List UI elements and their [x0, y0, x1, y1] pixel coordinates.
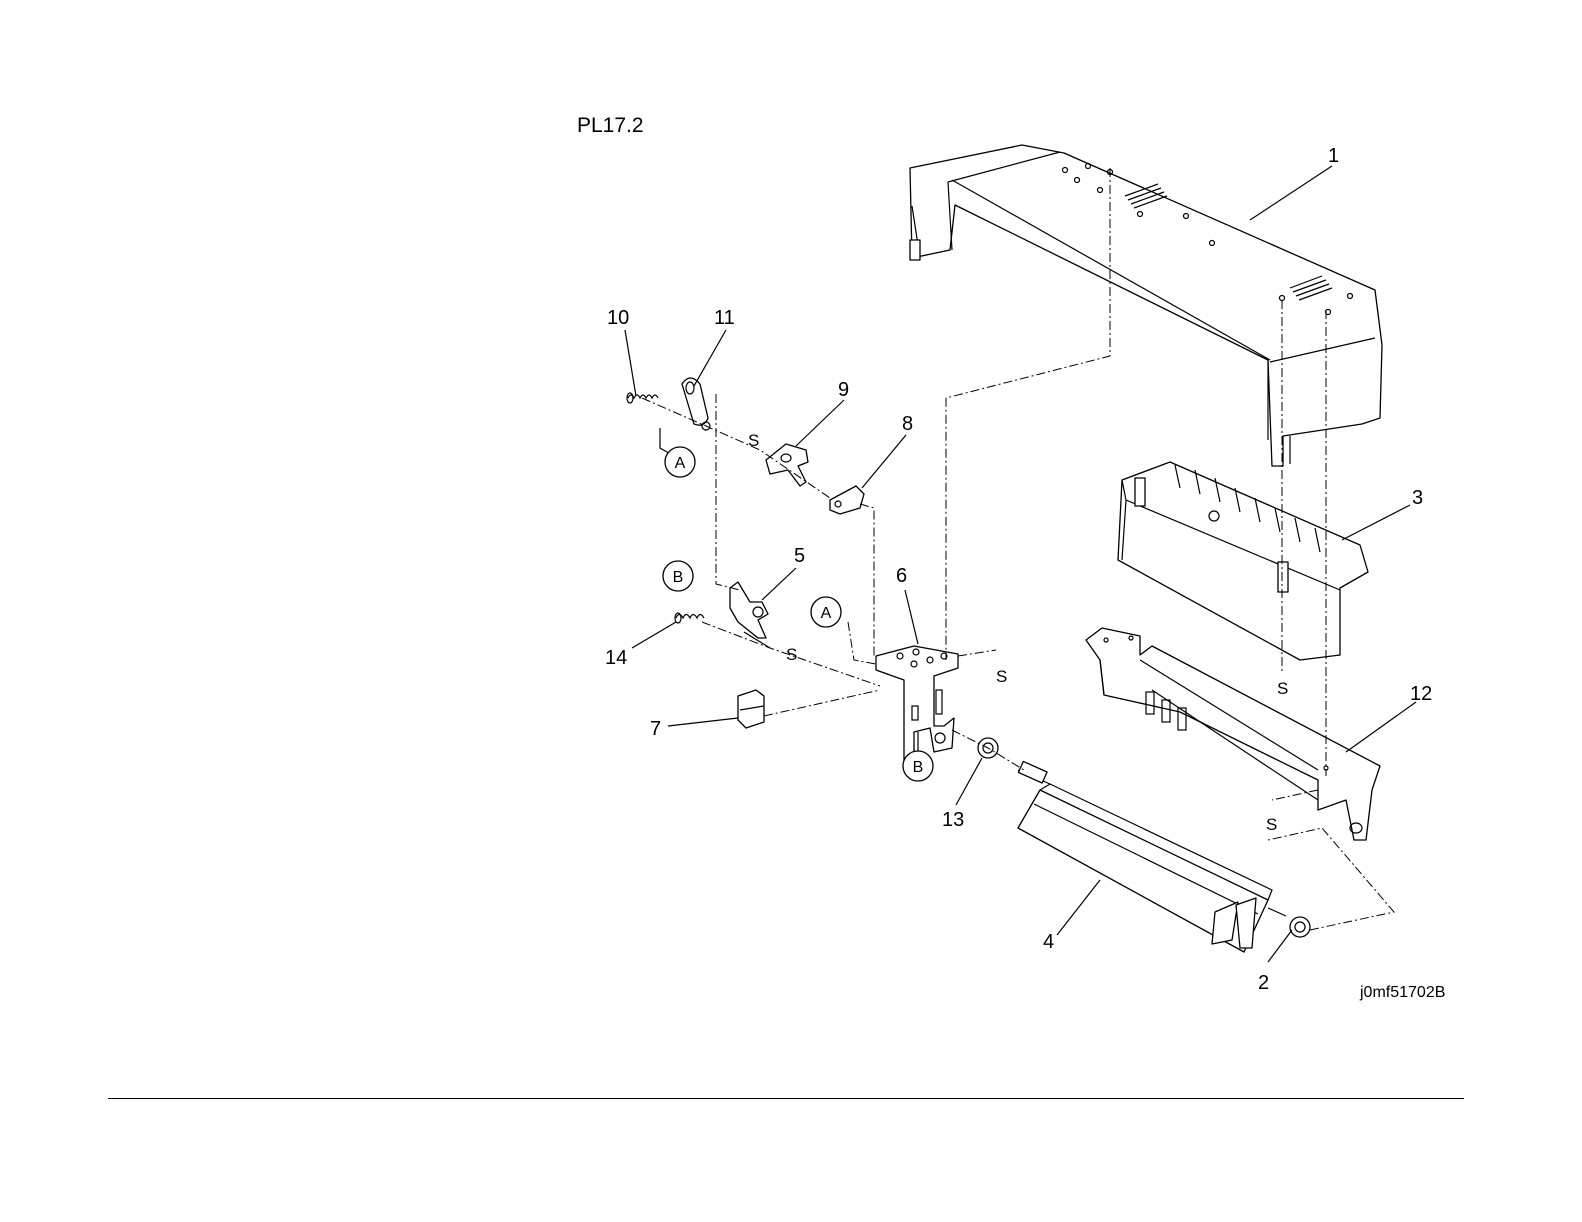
callout-4: 4	[1043, 931, 1054, 953]
callout-1: 1	[1328, 145, 1339, 167]
latch-part-9	[766, 444, 808, 486]
reference-circles: A B A B	[663, 447, 933, 781]
callout-12: 12	[1410, 683, 1432, 705]
callout-10: 10	[607, 307, 629, 329]
bearing-part-2	[1290, 917, 1310, 937]
ref-circle-b-bottom: B	[913, 759, 924, 776]
screw-mark-9: S	[748, 431, 759, 450]
screw-mark-3: S	[1277, 679, 1288, 698]
callout-6: 6	[896, 565, 907, 587]
roller-assembly-part	[1018, 761, 1286, 952]
ref-circle-a-top: A	[675, 455, 686, 472]
link-part-8	[830, 486, 864, 514]
clip-part-7	[738, 690, 764, 728]
frame-part	[1086, 628, 1380, 840]
lever-part-11	[682, 378, 710, 430]
top-cover-part	[910, 145, 1382, 466]
lever-part-5	[730, 582, 770, 648]
callout-7: 7	[650, 718, 661, 740]
callout-9: 9	[838, 379, 849, 401]
screw-mark-6: S	[996, 667, 1007, 686]
callout-8: 8	[902, 413, 913, 435]
callout-2: 2	[1258, 972, 1269, 994]
screw-mark-12: S	[1266, 815, 1277, 834]
callout-3: 3	[1412, 487, 1423, 509]
callout-11: 11	[714, 307, 735, 329]
ref-circle-b-left: B	[673, 569, 684, 586]
bracket-part	[876, 646, 958, 760]
callout-13: 13	[942, 809, 964, 831]
spring-part-14	[675, 613, 704, 623]
callout-14: 14	[605, 647, 627, 669]
ref-circle-a-mid: A	[821, 605, 832, 622]
callout-5: 5	[794, 545, 805, 567]
screw-mark-5: S	[786, 645, 797, 664]
guide-part	[1118, 462, 1368, 660]
